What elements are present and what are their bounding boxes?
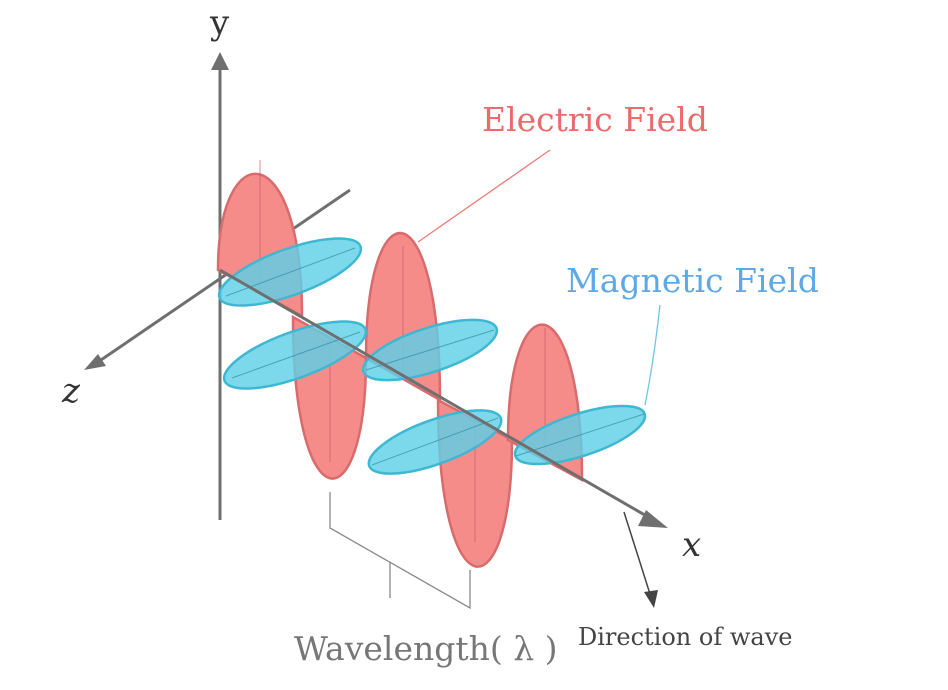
x-axis (219, 268, 668, 528)
wavelength-label: Wavelength( λ ) (294, 629, 558, 668)
z-axis (84, 188, 351, 370)
wavelength-bracket (329, 492, 471, 610)
magnetic-field-leader (644, 304, 661, 406)
direction-label: Direction of wave (578, 623, 792, 651)
direction-arrow (623, 511, 658, 608)
electric-field-label: Electric Field (482, 100, 708, 139)
x-axis-label: x (682, 525, 701, 565)
y-axis-label: y (209, 3, 230, 43)
magnetic-field-label: Magnetic Field (566, 261, 819, 300)
z-axis-label: z (61, 371, 81, 411)
magnetic-field-wave (217, 237, 647, 475)
electric-field-leader (417, 149, 551, 243)
